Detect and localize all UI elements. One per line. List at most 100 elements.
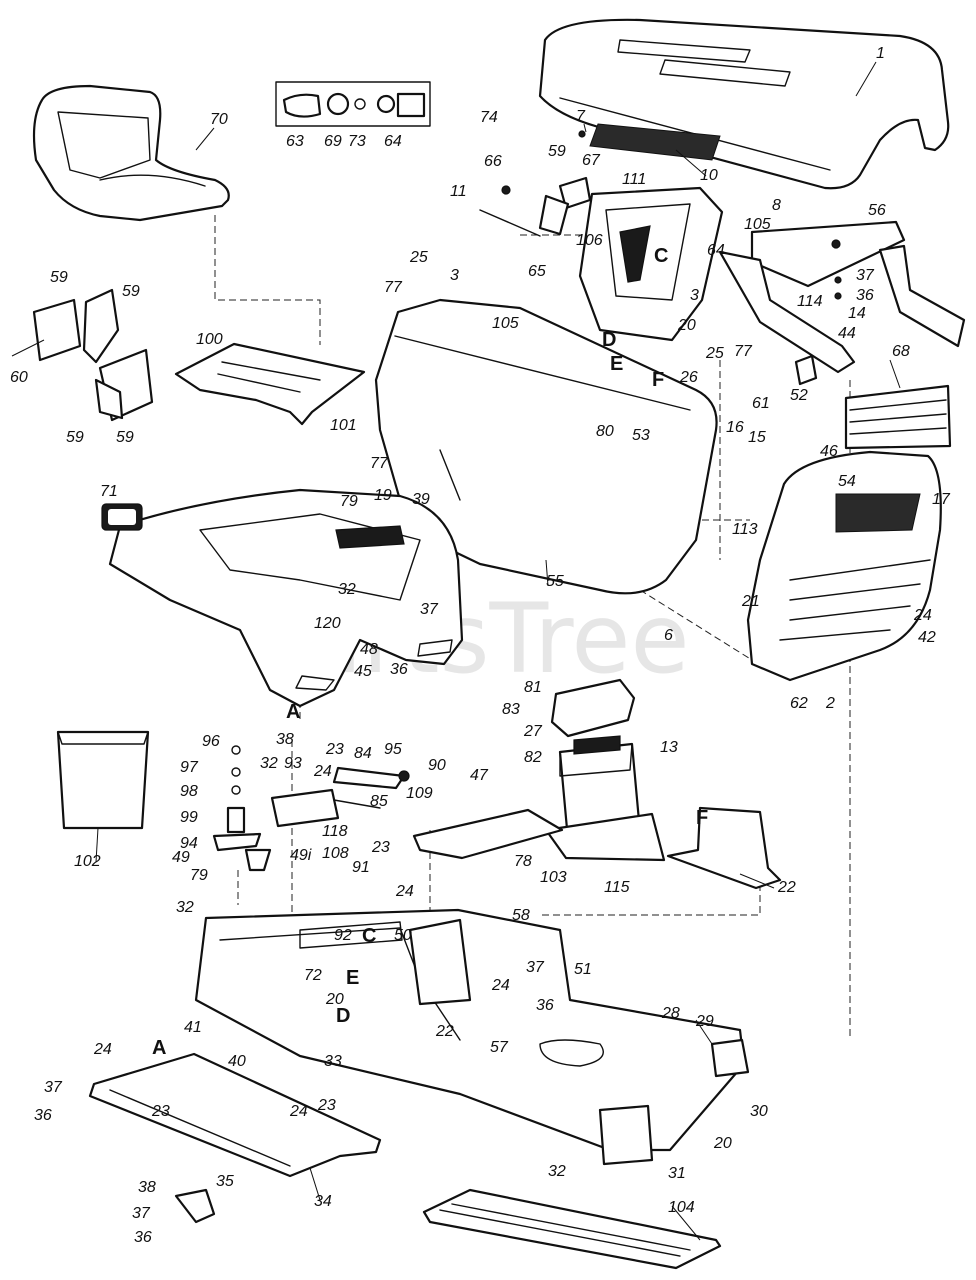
part-label-p105a: 105 [744, 216, 771, 233]
part-label-p19: 19 [374, 487, 392, 504]
part-label-p74: 74 [480, 109, 498, 126]
hood-part-1 [538, 18, 950, 190]
part-label-p103: 103 [540, 869, 567, 886]
seat-bracket-part-59 [11, 288, 154, 422]
part-label-p52: 52 [790, 387, 808, 404]
part-label-p102: 102 [74, 853, 101, 870]
part-label-p120: 120 [314, 615, 341, 632]
part-label-p93: 93 [284, 755, 302, 772]
part-label-p48: 48 [360, 641, 378, 658]
part-label-p24b: 24 [313, 763, 332, 780]
part-label-p78: 78 [514, 853, 532, 870]
seat-plate-part-100 [174, 342, 366, 426]
part-label-p11: 11 [450, 183, 467, 200]
part-label-p95: 95 [384, 741, 402, 758]
part-label-p28: 28 [661, 1005, 680, 1022]
part-label-p22b: 22 [435, 1023, 454, 1040]
part-label-p82: 82 [524, 749, 542, 766]
part-label-p35: 35 [216, 1173, 234, 1190]
part-label-p27: 27 [523, 723, 543, 740]
part-label-p77a: 77 [384, 279, 403, 296]
reflector-part-71 [101, 503, 143, 531]
part-label-p57: 57 [490, 1039, 509, 1056]
part-label-p96: 96 [202, 733, 220, 750]
part-label-p68: 68 [892, 343, 910, 360]
part-label-p24f: 24 [289, 1103, 308, 1120]
part-label-p62: 62 [790, 695, 808, 712]
part-label-p24c: 24 [395, 883, 414, 900]
part-label-p42: 42 [918, 629, 936, 646]
pivot-hardware-stack [212, 745, 272, 872]
part-label-p114: 114 [797, 293, 823, 310]
part-label-p38a: 38 [276, 731, 294, 748]
spring-part-52 [794, 354, 818, 386]
ref-letter-rF1: F [652, 369, 664, 391]
part-label-p13: 13 [660, 739, 678, 756]
part-label-p118: 118 [322, 823, 348, 840]
part-label-p23a: 23 [325, 741, 344, 758]
ref-letter-rE2: E [346, 967, 359, 989]
part-label-p36a: 36 [856, 287, 874, 304]
seat-part-70 [32, 84, 230, 222]
ref-letter-rC1: C [654, 245, 668, 267]
part-label-p97: 97 [180, 759, 199, 776]
part-label-p109: 109 [406, 785, 433, 802]
part-label-p79b: 79 [190, 867, 208, 884]
part-label-p64a: 64 [707, 242, 725, 259]
part-label-p115: 115 [604, 879, 630, 896]
part-label-p101: 101 [330, 417, 357, 434]
part-label-p23b: 23 [371, 839, 390, 856]
ref-letter-rF2: F [696, 807, 708, 829]
part-label-p56: 56 [868, 202, 886, 219]
part-label-p79a: 79 [340, 493, 358, 510]
part-label-p77b: 77 [734, 343, 753, 360]
part-label-p94: 94 [180, 835, 198, 852]
part-label-p64b: 64 [384, 133, 402, 150]
part-label-p36c: 36 [536, 997, 554, 1014]
battery-part-82 [558, 735, 642, 842]
part-label-p108: 108 [322, 845, 349, 862]
part-label-p49: 49 [172, 849, 190, 866]
part-label-p20b: 20 [325, 991, 344, 1008]
part-label-p69: 69 [324, 133, 342, 150]
part-label-p25a: 25 [409, 249, 428, 266]
tractor-frame [194, 908, 750, 1166]
part-label-p71: 71 [100, 483, 118, 500]
part-label-p24a: 24 [913, 607, 932, 624]
part-label-p32d: 32 [548, 1163, 566, 1180]
part-label-p40: 40 [228, 1053, 246, 1070]
part-label-p29: 29 [695, 1013, 714, 1030]
pedal-part-35 [174, 1188, 216, 1224]
part-label-p24e: 24 [93, 1041, 112, 1058]
ref-letter-rE1: E [610, 353, 623, 375]
part-label-p83: 83 [502, 701, 520, 718]
step-plate-part-104 [422, 1188, 722, 1270]
part-label-p55: 55 [546, 573, 564, 590]
brake-pedal-linkage [270, 766, 410, 828]
part-label-p47: 47 [470, 767, 489, 784]
part-label-p61: 61 [752, 395, 770, 412]
front-grille-housing [746, 450, 942, 682]
part-label-p7: 7 [576, 108, 586, 125]
ref-letter-rD1: D [602, 329, 616, 351]
part-label-p51: 51 [574, 961, 592, 978]
part-label-p20a: 20 [677, 317, 696, 334]
part-label-p92: 92 [334, 927, 352, 944]
part-label-p1: 1 [876, 45, 885, 62]
part-label-p36e: 36 [134, 1229, 152, 1246]
battery-cover-part-83 [550, 678, 636, 738]
part-label-p32a: 32 [338, 581, 356, 598]
part-label-p59a: 59 [548, 143, 566, 160]
part-label-p72: 72 [304, 967, 322, 984]
part-label-p63: 63 [286, 133, 304, 150]
dash-tower-part-111 [578, 186, 724, 342]
part-label-p49i: 49i [290, 847, 312, 864]
part-label-p80: 80 [596, 423, 614, 440]
part-label-p85: 85 [370, 793, 388, 810]
part-label-p91: 91 [352, 859, 370, 876]
part-label-p16: 16 [726, 419, 744, 436]
part-label-p59c: 59 [122, 283, 140, 300]
part-label-p31: 31 [668, 1165, 686, 1182]
